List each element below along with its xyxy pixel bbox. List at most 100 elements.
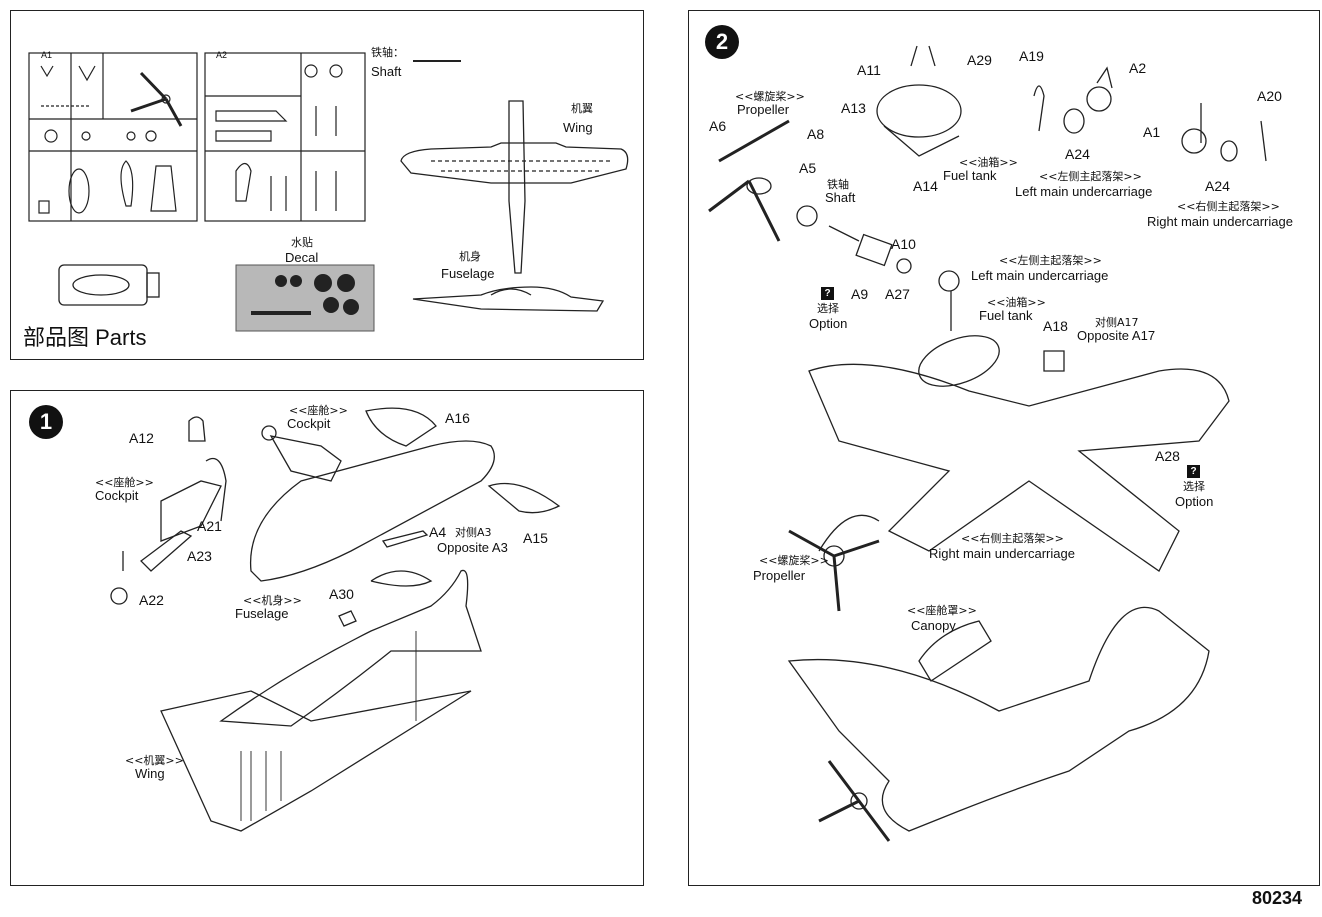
label-a23: A23	[187, 548, 212, 564]
sprue-a2-label: A2	[216, 50, 228, 60]
label-a16: A16	[445, 410, 470, 426]
label-a2: A2	[1129, 60, 1147, 76]
final-aircraft-drawing	[787, 606, 1210, 832]
parts-panel: A1 A2 铁轴： Shaft 机翼 Wing 水贴 Decal 机身 Fuse…	[10, 10, 644, 360]
label-a27: A27	[885, 286, 910, 302]
shaft-label-cn: 铁轴	[827, 178, 849, 191]
sprue-a1-label: A1	[41, 50, 53, 60]
fuel-tank-drawing	[876, 84, 962, 138]
label-a14: A14	[913, 178, 938, 194]
label-a1: A1	[1143, 124, 1161, 140]
parts-title: 部品图 Parts	[23, 325, 147, 350]
fuel-tank2-label-en: Fuel tank	[979, 308, 1033, 323]
label-a10: A10	[891, 236, 916, 252]
fuselage-label-en: Fuselage	[235, 606, 289, 621]
fuselage-label-en: Fuselage	[441, 266, 495, 281]
decal-label-en: Decal	[285, 250, 319, 265]
label-a22: A22	[139, 592, 164, 608]
propeller2-label-en: Propeller	[753, 568, 806, 583]
shaft-label-en: Shaft	[825, 190, 856, 205]
wing-midassembly-drawing	[808, 363, 1230, 572]
wing-label-en: Wing	[135, 766, 165, 781]
decal-sheet-drawing	[235, 264, 375, 332]
step1-panel: 1 A12 <<座舱>> Cockpit A21 A23 A22 <<座舱>> …	[10, 390, 644, 886]
label-a12: A12	[129, 430, 154, 446]
step2-number-badge: 2	[705, 25, 739, 59]
label-a6: A6	[709, 118, 727, 134]
propeller-label-en: Propeller	[737, 102, 790, 117]
step2-panel: 2 A11 A29 A13 A14 <<油箱>> Fuel tank A19 A…	[688, 10, 1320, 886]
left-undercarriage2-label-en: Left main undercarriage	[971, 268, 1109, 283]
cockpit-label-en: Cockpit	[95, 488, 139, 503]
label-a18: A18	[1043, 318, 1068, 334]
opposite-a3-label-cn: 对侧A3	[455, 526, 492, 539]
right-undercarriage-label-en: Right main undercarriage	[1147, 214, 1293, 229]
opposite-a17-label-en: Opposite A17	[1077, 328, 1156, 343]
opposite-a3-label-en: Opposite A3	[437, 540, 508, 555]
opposite-a17-label-cn: 对侧A17	[1095, 316, 1139, 329]
wing-label-cn: <<机翼>>	[125, 754, 184, 767]
canopy-label-en: Canopy	[911, 618, 956, 633]
right-undercarriage2-label-cn: <<右侧主起落架>>	[961, 532, 1064, 545]
label-a11: A11	[857, 62, 881, 78]
step1-drawings	[110, 407, 561, 832]
cockpit-label-cn: <<座舱>>	[95, 476, 154, 489]
option2-label-en: Option	[1175, 494, 1214, 509]
page-number: 80234	[1251, 888, 1302, 908]
label-a30: A30	[329, 586, 354, 602]
fuel-tank2-label-cn: <<油箱>>	[987, 296, 1046, 309]
label-a4: A4	[429, 524, 447, 540]
wing-label-en: Wing	[563, 120, 593, 135]
label-a19: A19	[1019, 48, 1044, 64]
fuel-tank-label-en: Fuel tank	[943, 168, 997, 183]
option2-question-icon: ?	[1187, 465, 1200, 478]
fuselage-sideview-drawing	[412, 286, 605, 312]
right-undercarriage-label-cn: <<右侧主起落架>>	[1177, 200, 1280, 213]
label-a21: A21	[197, 518, 222, 534]
label-a15: A15	[523, 530, 548, 546]
label-a9: A9	[851, 286, 869, 302]
option-label-en: Option	[809, 316, 848, 331]
fuselage-label-cn: <<机身>>	[243, 594, 302, 607]
canopy-drawing	[918, 620, 992, 682]
label-a24-right: A24	[1205, 178, 1230, 194]
wing-assembled-drawing	[160, 690, 472, 832]
canopy-label-cn: <<座舱罩>>	[907, 604, 977, 617]
cockpit2-label-en: Cockpit	[287, 416, 331, 431]
label-a8: A8	[807, 126, 825, 142]
sprue-a2-drawing	[204, 52, 366, 222]
label-a29: A29	[967, 52, 992, 68]
step1-number-badge: 1	[29, 405, 63, 439]
tail-a16-drawing	[365, 407, 437, 447]
propeller2-label-cn: <<螺旋桨>>	[759, 554, 829, 567]
tail-a15-drawing	[487, 482, 561, 514]
label-a20: A20	[1257, 88, 1282, 104]
fuselage-half-drawing	[249, 440, 495, 582]
left-undercarriage2-label-cn: <<左侧主起落架>>	[999, 254, 1102, 267]
decal-label-cn: 水贴	[291, 236, 313, 249]
sprue-a1-drawing	[28, 52, 198, 222]
option-question-icon: ?	[821, 287, 834, 300]
fuselage-label-cn: 机身	[459, 250, 481, 263]
label-a24-left: A24	[1065, 146, 1090, 162]
left-undercarriage-label-cn: <<左侧主起落架>>	[1039, 170, 1142, 183]
seat-drawing	[188, 416, 206, 442]
option2-label-cn: 选择	[1183, 480, 1205, 493]
label-a5: A5	[799, 160, 817, 176]
shaft-holder-drawing	[58, 264, 160, 306]
cockpit2-label-cn: <<座舱>>	[289, 404, 348, 417]
label-a28: A28	[1155, 448, 1180, 464]
left-undercarriage-label-en: Left main undercarriage	[1015, 184, 1153, 199]
fuel-tank-label-cn: <<油箱>>	[959, 156, 1018, 169]
parts-drawings	[28, 52, 629, 332]
option-label-cn: 选择	[817, 302, 839, 315]
wing-label-cn: 机翼	[571, 102, 593, 115]
propeller-label-cn: <<螺旋桨>>	[735, 90, 805, 103]
step2-drawings	[708, 45, 1267, 842]
right-undercarriage2-label-en: Right main undercarriage	[929, 546, 1075, 561]
fuselage-assembled-drawing	[219, 569, 482, 727]
shaft-label-en: Shaft	[371, 64, 402, 79]
wing-topview-drawing	[400, 100, 629, 274]
label-a13: A13	[841, 100, 866, 116]
shaft-label-cn: 铁轴：	[371, 46, 404, 59]
